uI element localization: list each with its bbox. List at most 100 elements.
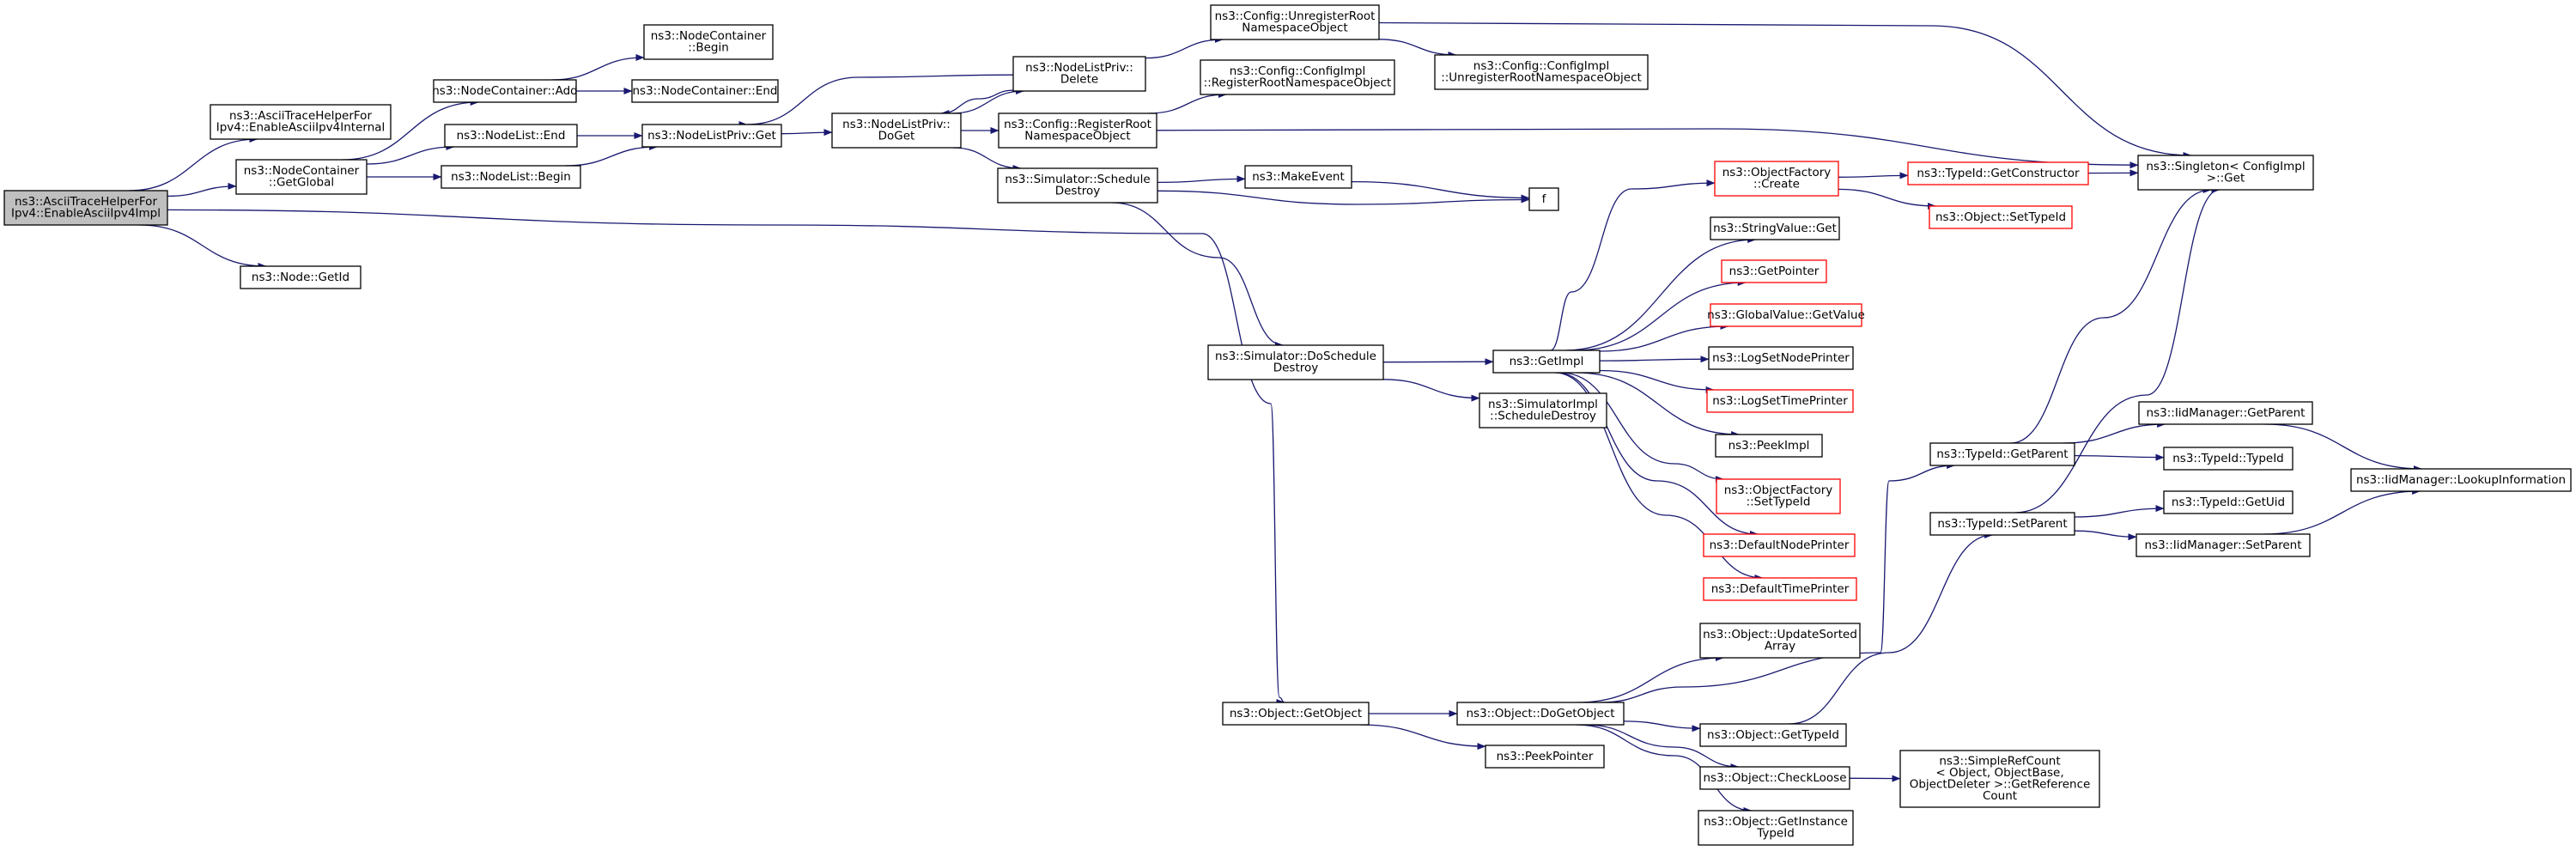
node-cfgImplRegister[interactable]: ns3::Config::ConfigImpl::RegisterRootNam… — [1200, 59, 1395, 95]
node-iidGetParent[interactable]: ns3::IidManager::GetParent — [2138, 401, 2313, 425]
node-typeIdGetConstructor[interactable]: ns3::TypeId::GetConstructor — [1907, 161, 2089, 185]
node-defaultTimePrinter[interactable]: ns3::DefaultTimePrinter — [1703, 577, 1857, 601]
edge-root-to-enableInternal — [128, 136, 258, 191]
edge-nlpDelete-to-nlpGet — [746, 74, 1014, 128]
edge-ofCreate-to-typeIdGetConstructor — [1838, 172, 1909, 179]
edge-getImpl-to-ofCreate — [1550, 179, 1716, 351]
node-label: TypeId — [1756, 827, 1795, 841]
node-label: ::SetTypeId — [1747, 495, 1811, 509]
edge-typeIdGetParent-to-singletonGet — [2010, 186, 2212, 444]
node-defaultNodePrinter[interactable]: ns3::DefaultNodePrinter — [1703, 533, 1856, 557]
node-nlpGet[interactable]: ns3::NodeListPriv::Get — [641, 124, 782, 148]
node-label: ns3::NodeContainer — [244, 164, 360, 178]
node-box — [1708, 346, 1854, 370]
node-nlBegin[interactable]: ns3::NodeList::Begin — [440, 165, 581, 189]
node-box — [1929, 512, 2075, 536]
node-getPointer[interactable]: ns3::GetPointer — [1721, 259, 1827, 283]
node-objDoGetObject[interactable]: ns3::Object::DoGetObject — [1456, 702, 1625, 726]
edge-root-to-getGlobal — [167, 182, 237, 198]
node-box — [1907, 161, 2089, 185]
node-nlpDoGet[interactable]: ns3::NodeListPriv::DoGet — [831, 112, 962, 149]
node-box — [440, 165, 581, 189]
node-label: ns3::Object::SetTypeId — [1935, 210, 2066, 224]
node-ncAdd[interactable]: ns3::NodeContainer::Add — [432, 79, 578, 103]
edge-typeIdGetParent-to-typeIdTypeId — [2074, 453, 2165, 461]
node-makeEvent[interactable]: ns3::MakeEvent — [1244, 165, 1352, 189]
node-nodeGetId[interactable]: ns3::Node::GetId — [240, 265, 361, 289]
node-ofCreate[interactable]: ns3::ObjectFactory::Create — [1714, 161, 1839, 197]
edge-nlBegin-to-nlpGet — [565, 143, 659, 167]
node-box — [1200, 59, 1395, 95]
node-logSetNodePrinter[interactable]: ns3::LogSetNodePrinter — [1708, 346, 1854, 370]
node-objectSetTypeId[interactable]: ns3::Object::SetTypeId — [1929, 205, 2073, 229]
edge-iidGetParent-to-iidLookup — [2264, 423, 2422, 472]
node-typeIdGetUid[interactable]: ns3::TypeId::GetUid — [2163, 490, 2293, 514]
node-typeIdGetParent[interactable]: ns3::TypeId::GetParent — [1929, 442, 2075, 466]
node-simpleRefCount[interactable]: ns3::SimpleRefCount< Object, ObjectBase,… — [1899, 750, 2100, 808]
node-label: NamespaceObject — [1242, 21, 1347, 35]
node-label: ns3::Simulator::Schedule — [1005, 173, 1150, 186]
node-cfgRegister[interactable]: ns3::Config::RegisterRootNamespaceObject — [998, 112, 1157, 149]
node-box — [2136, 533, 2311, 557]
node-singletonGet[interactable]: ns3::Singleton< ConfigImpl >::Get — [2137, 155, 2314, 191]
edge-cfgUnregister-to-cfgImplUnregister — [1378, 39, 1457, 58]
node-root[interactable]: ns3::AsciiTraceHelperForIpv4::EnableAsci… — [3, 190, 168, 226]
node-objGetObject[interactable]: ns3::Object::GetObject — [1222, 702, 1370, 726]
edge-nlpDelete-to-cfgUnregister — [1145, 36, 1224, 59]
node-label: ns3::NodeListPriv:: — [1025, 61, 1133, 75]
edge-objDoGetObject-to-objGetInstanceTypeId — [1576, 724, 1753, 814]
node-iidLookup[interactable]: ns3::IidManager::LookupInformation — [2350, 468, 2572, 492]
node-box — [1222, 702, 1370, 726]
node-getImpl[interactable]: ns3::GetImpl — [1492, 350, 1601, 374]
node-label: ::RegisterRootNamespaceObject — [1204, 76, 1392, 90]
node-iidSetParent[interactable]: ns3::IidManager::SetParent — [2136, 533, 2311, 557]
node-getGlobal[interactable]: ns3::NodeContainer::GetGlobal — [235, 159, 368, 195]
node-ofSetTypeId[interactable]: ns3::ObjectFactory::SetTypeId — [1716, 478, 1841, 514]
node-peekPointer[interactable]: ns3::PeekPointer — [1485, 745, 1605, 769]
node-box — [631, 79, 779, 103]
node-box — [643, 24, 774, 60]
node-simSchedDestroy[interactable]: ns3::Simulator::ScheduleDestroy — [997, 167, 1158, 204]
node-ncBegin[interactable]: ns3::NodeContainer::Begin — [643, 24, 774, 60]
node-label: DoGet — [878, 130, 915, 143]
edge-getImpl-to-logSetTimePrinter — [1599, 369, 1715, 393]
node-typeIdSetParent[interactable]: ns3::TypeId::SetParent — [1929, 512, 2075, 536]
node-logSetTimePrinter[interactable]: ns3::LogSetTimePrinter — [1706, 389, 1854, 413]
node-typeIdTypeId[interactable]: ns3::TypeId::TypeId — [2163, 447, 2293, 471]
edge-objGetObject-to-peekPointer — [1360, 724, 1486, 751]
node-label: ::ScheduleDestroy — [1490, 410, 1596, 423]
node-box — [1703, 577, 1857, 601]
node-objGetTypeId[interactable]: ns3::Object::GetTypeId — [1699, 723, 1847, 747]
node-cfgImplUnregister[interactable]: ns3::Config::ConfigImpl::UnregisterRootN… — [1434, 54, 1649, 90]
node-f[interactable]: f — [1528, 187, 1559, 211]
node-simImplSchedDestroy[interactable]: ns3::SimulatorImpl::ScheduleDestroy — [1479, 392, 1607, 429]
node-box — [1710, 303, 1862, 327]
edge-simSchedDestroy-to-f — [1157, 190, 1530, 205]
node-label: ns3::NodeContainer — [651, 29, 767, 43]
node-box — [2350, 468, 2572, 492]
node-nlpDelete[interactable]: ns3::NodeListPriv::Delete — [1012, 56, 1146, 92]
node-box — [1207, 344, 1384, 380]
node-cfgUnregister[interactable]: ns3::Config::UnregisterRootNamespaceObje… — [1210, 4, 1380, 40]
node-label: Ipv4::EnableAsciiIpv4Impl — [11, 207, 161, 221]
node-enableInternal[interactable]: ns3::AsciiTraceHelperForIpv4::EnableAsci… — [210, 104, 392, 140]
node-stringValueGet[interactable]: ns3::StringValue::Get — [1710, 216, 1840, 240]
node-objCheckLoose[interactable]: ns3::Object::CheckLoose — [1699, 766, 1850, 790]
node-box — [1210, 4, 1380, 40]
node-label: ns3::TypeId::GetConstructor — [1917, 167, 2080, 180]
node-box — [1899, 750, 2100, 808]
node-ncEnd[interactable]: ns3::NodeContainer::End — [631, 79, 779, 103]
node-peekImpl[interactable]: ns3::PeekImpl — [1715, 434, 1823, 458]
node-box — [997, 167, 1158, 204]
node-nlEnd[interactable]: ns3::NodeList::End — [444, 124, 578, 148]
edge-simDoSchedDestroy-to-simImplSchedDestroy — [1382, 379, 1480, 402]
node-gvGetValue[interactable]: ns3::GlobalValue::GetValue — [1707, 303, 1865, 327]
node-label: ns3::Singleton< ConfigImpl — [2146, 160, 2305, 173]
node-label: ns3::TypeId::GetParent — [1936, 447, 2068, 461]
node-label: ns3::GlobalValue::GetValue — [1707, 308, 1865, 322]
edge-objDoGetObject-to-objCheckLoose — [1584, 724, 1740, 770]
